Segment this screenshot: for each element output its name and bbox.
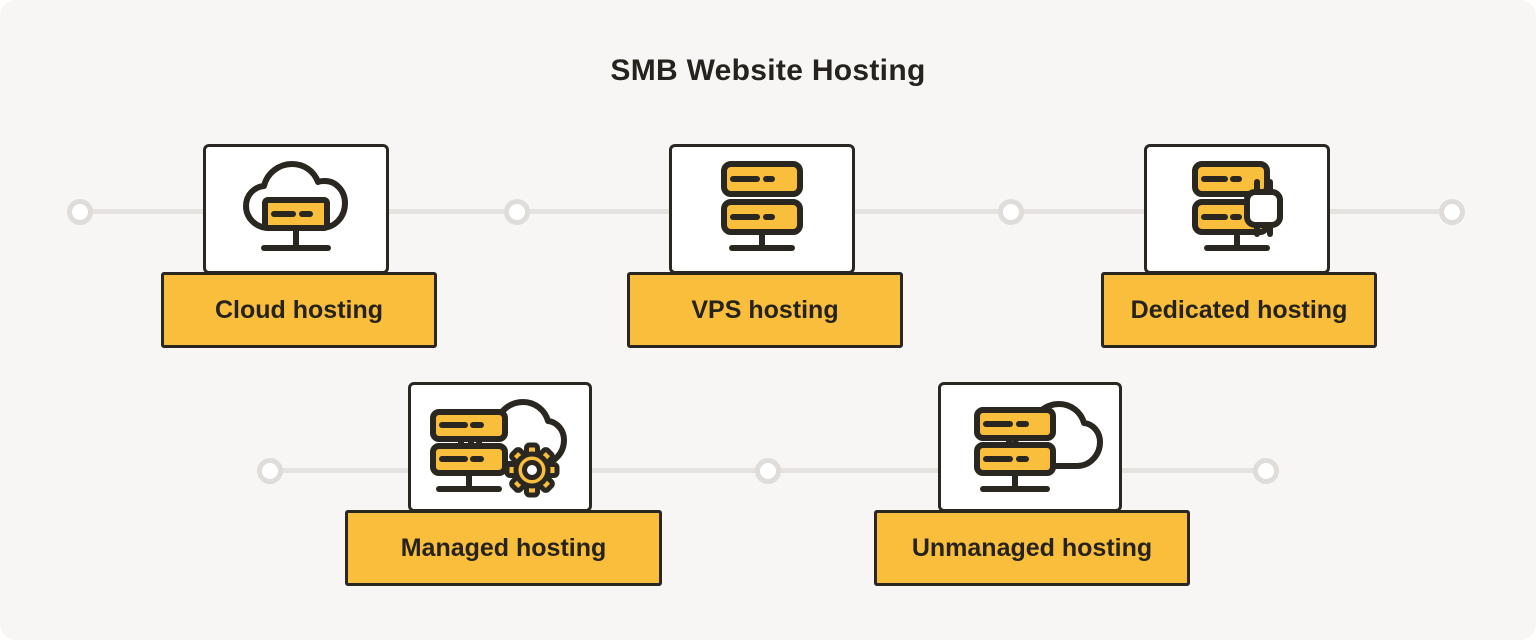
cloud-server-icon [243,161,348,251]
node-label-unmanaged-hosting: Unmanaged hosting [874,510,1190,586]
connector-dot [504,199,530,225]
connector-dot [998,199,1024,225]
node-label-vps-hosting: VPS hosting [627,272,903,348]
connector-dot [755,458,781,484]
server-chip-icon [1192,161,1283,251]
node-label-cloud-hosting: Cloud hosting [161,272,437,348]
node-card-vps-hosting [669,144,855,274]
server-cloud-icon [974,401,1103,492]
node-label-dedicated-hosting: Dedicated hosting [1101,272,1377,348]
node-card-cloud-hosting [203,144,389,274]
connector-dot [1439,199,1465,225]
node-card-managed-hosting [408,382,592,512]
connector-dot [1253,458,1279,484]
server-cloud-gear-icon [430,399,567,498]
server-stack-icon [721,161,803,251]
page-title: SMB Website Hosting [610,54,926,87]
connector-dot [67,199,93,225]
node-card-unmanaged-hosting [938,382,1122,512]
connector-dot [257,458,283,484]
node-card-dedicated-hosting [1144,144,1330,274]
node-label-managed-hosting: Managed hosting [345,510,662,586]
